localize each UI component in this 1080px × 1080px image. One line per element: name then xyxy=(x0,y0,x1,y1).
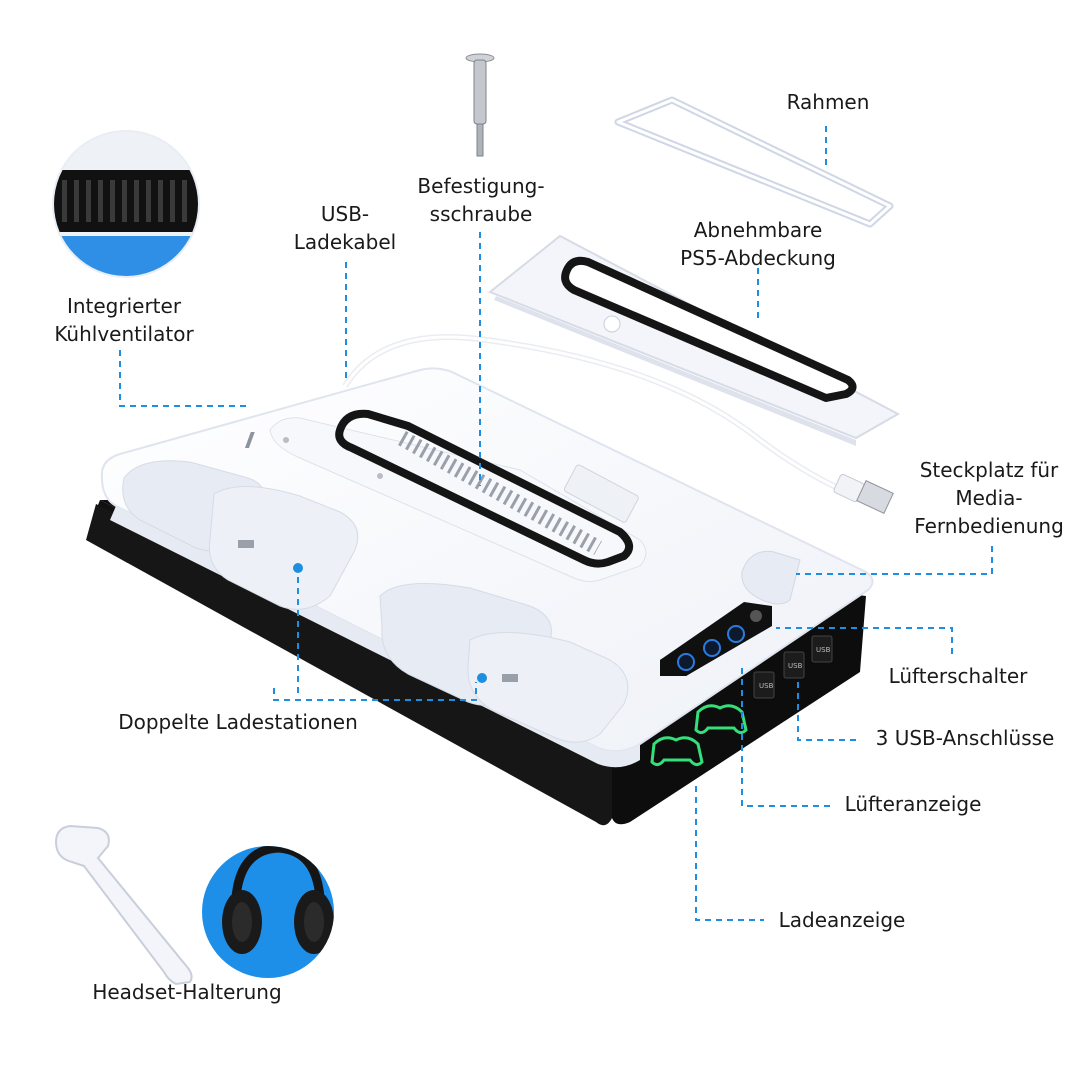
label-usb-cable: USB- Ladekabel xyxy=(270,200,420,256)
fan-mode-icon xyxy=(677,653,695,671)
label-line: Integrierter xyxy=(66,294,182,318)
label-line: Doppelte Ladestationen xyxy=(118,710,358,734)
label-integrated-fan: Integrierter Kühlventilator xyxy=(46,292,202,348)
label-removable-cover: Abnehmbare PS5-Abdeckung xyxy=(660,216,856,272)
fan-closeup xyxy=(52,130,200,278)
label-line: Kühlventilator xyxy=(54,322,194,346)
fan-mode-icon xyxy=(703,639,721,657)
label-line: Steckplatz für xyxy=(919,458,1059,482)
fan-mode-icon xyxy=(727,625,745,643)
frame-part xyxy=(614,96,894,228)
headset-hook-part xyxy=(54,824,193,986)
label-line: Lüfteranzeige xyxy=(844,792,982,816)
controller-led-icon xyxy=(650,736,704,767)
label-dual-charging: Doppelte Ladestationen xyxy=(104,708,372,736)
label-headset-holder: Headset-Halterung xyxy=(74,978,300,1006)
label-line: Headset-Halterung xyxy=(92,980,282,1004)
fan-switch-button xyxy=(750,610,762,622)
label-line: sschraube xyxy=(429,202,533,226)
label-line: 3 USB-Anschlüsse xyxy=(875,726,1055,750)
label-line: Rahmen xyxy=(786,90,870,114)
label-line: Lüfterschalter xyxy=(888,664,1028,688)
label-line: USB- xyxy=(320,202,370,226)
label-frame: Rahmen xyxy=(760,88,896,116)
label-line: Befestigung- xyxy=(417,174,545,198)
usb-cable-part xyxy=(342,334,894,514)
usb-ports: USB USB USB xyxy=(753,635,833,699)
label-line: PS5-Abdeckung xyxy=(680,246,836,270)
charging-dock: USB USB USB xyxy=(86,367,874,826)
label-fan-switch: Lüfterschalter xyxy=(872,662,1044,690)
leader-dots xyxy=(293,563,487,683)
controller-led-icon xyxy=(694,704,748,735)
label-charge-indicator: Ladeanzeige xyxy=(764,906,920,934)
fan-vent-icon xyxy=(62,180,187,222)
label-line: Fernbedienung xyxy=(914,514,1064,538)
label-line: Abnehmbare xyxy=(693,218,823,242)
screw-part xyxy=(465,53,495,157)
label-line: Media- xyxy=(955,486,1023,510)
removable-cover-part xyxy=(488,234,901,446)
charge-indicator-leds xyxy=(650,704,748,767)
vent-grille-icon xyxy=(244,432,255,448)
leader-lines xyxy=(119,126,993,921)
usb-port-mark: USB xyxy=(759,682,774,690)
label-screw: Befestigung- sschraube xyxy=(396,172,566,228)
headset-closeup xyxy=(202,846,334,978)
control-panel xyxy=(660,602,772,676)
label-usb-ports: 3 USB-Anschlüsse xyxy=(860,724,1070,752)
label-fan-indicator: Lüfteranzeige xyxy=(830,790,996,818)
usb-port-mark: USB xyxy=(816,646,831,654)
label-line: Ladeanzeige xyxy=(778,908,906,932)
label-line: Ladekabel xyxy=(293,230,397,254)
label-media-slot: Steckplatz für Media- Fernbedienung xyxy=(900,456,1078,540)
usb-port-mark: USB xyxy=(788,662,803,670)
